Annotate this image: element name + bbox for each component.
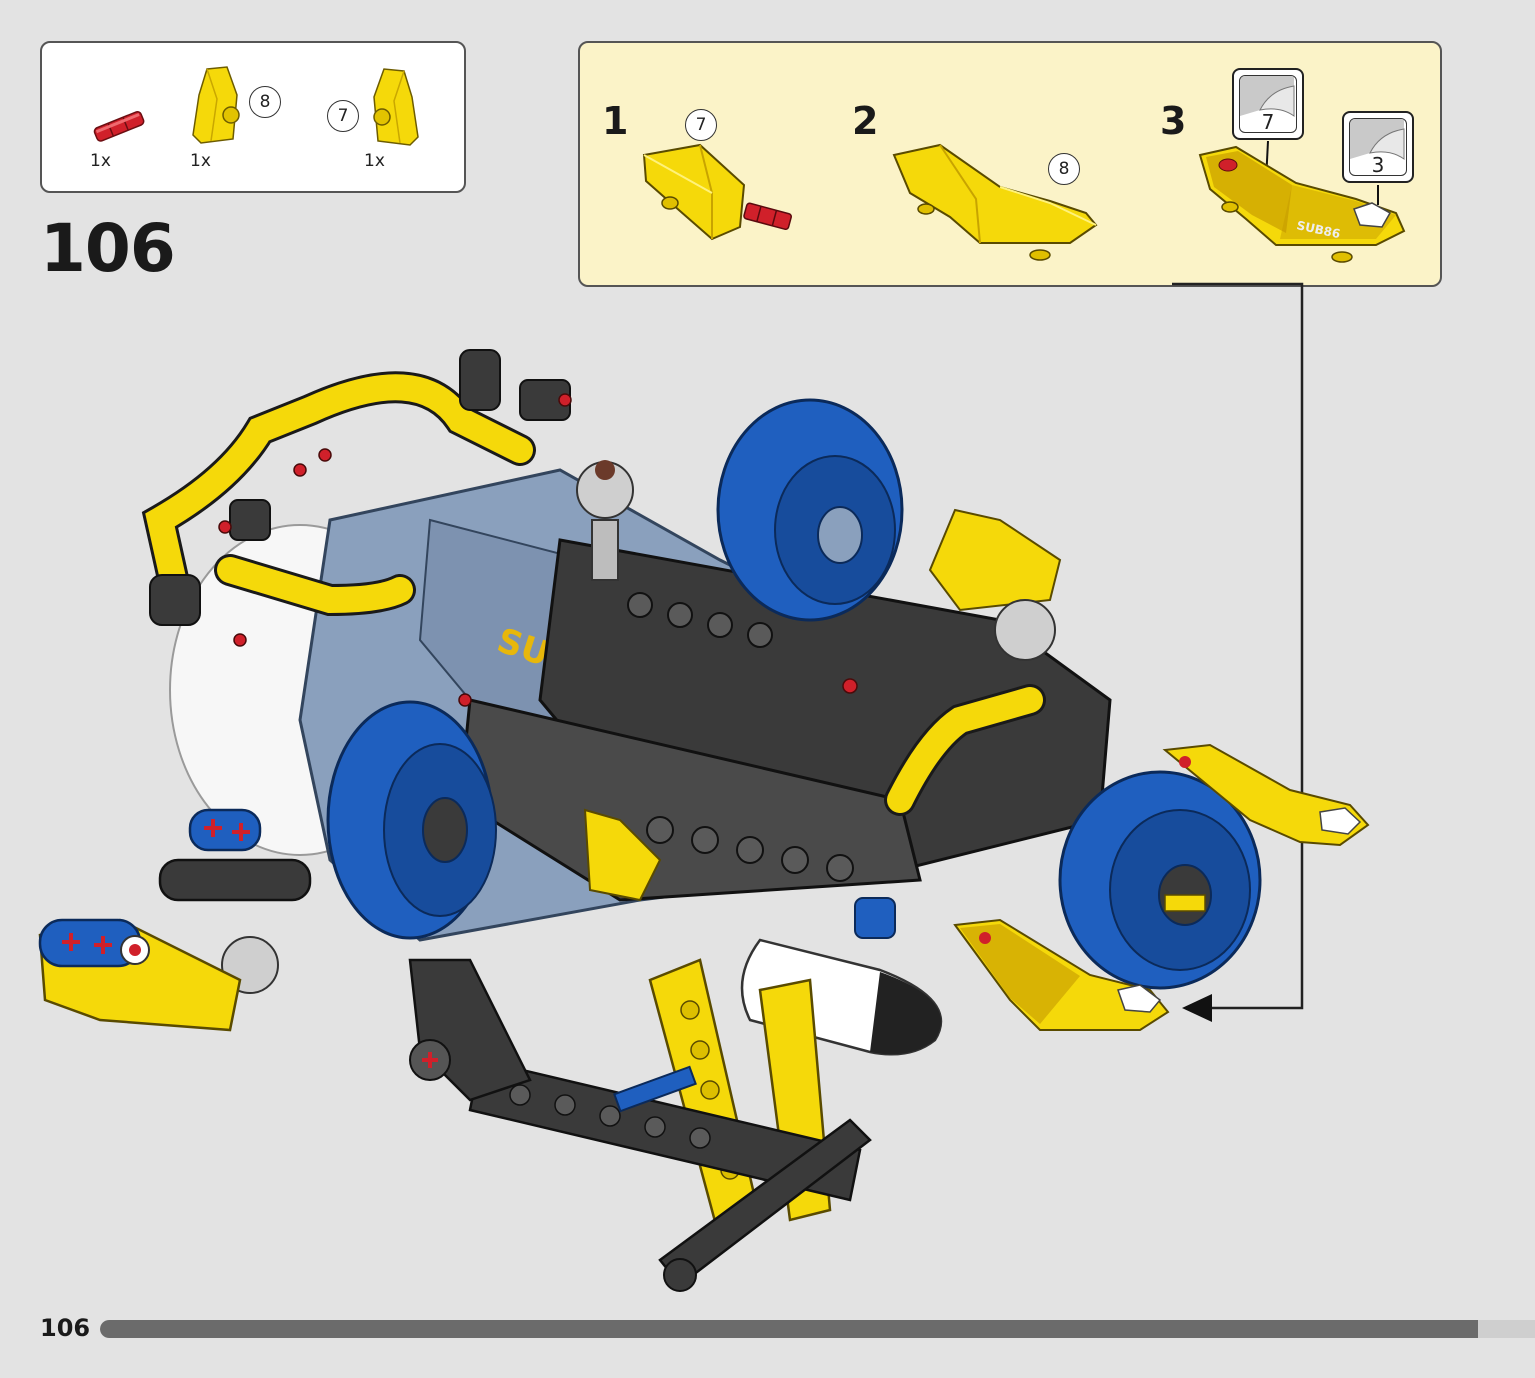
combined-panel-illustration [892, 143, 1098, 261]
page-number: 106 [40, 1314, 91, 1342]
progress-bar [100, 1320, 1535, 1338]
part-callout-7: 7 [327, 100, 359, 132]
part-quantity: 1x [90, 151, 111, 171]
step-number: 106 [40, 210, 176, 287]
decorated-panel-illustration: SUB86 [1198, 140, 1406, 263]
part-quantity: 1x [190, 151, 211, 171]
sticker-callout-3: 3 [1342, 111, 1414, 183]
substep-part-callout: 8 [1048, 153, 1080, 185]
part-quantity: 1x [364, 151, 385, 171]
panel-with-pin-illustration [642, 143, 792, 241]
substep-number: 1 [602, 99, 629, 143]
red-axle-pin-icon [93, 110, 145, 142]
sticker-number: 7 [1261, 110, 1275, 134]
substep-number: 3 [1160, 99, 1187, 143]
progress-bar-fill [100, 1320, 1478, 1338]
part-callout-8: 8 [249, 86, 281, 118]
substep-number: 2 [852, 99, 879, 143]
submodel-box: 1 2 3 7 8 7 [578, 41, 1442, 287]
substep-part-callout: 7 [685, 109, 717, 141]
sticker-callout-7: 7 [1232, 68, 1304, 140]
sticker-curl-icon [1350, 119, 1405, 160]
yellow-panel-icon [192, 66, 240, 144]
sticker-number: 3 [1371, 153, 1385, 177]
yellow-panel-icon [373, 68, 419, 146]
parts-list-box: 1x 8 1x 7 1x [40, 41, 466, 193]
sticker-curl-icon [1240, 76, 1295, 117]
